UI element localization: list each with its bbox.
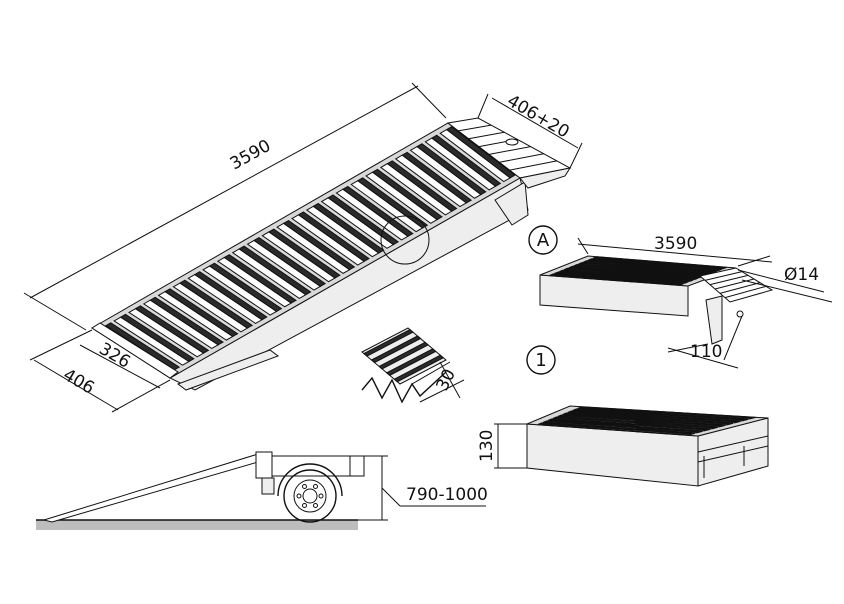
slat-profile-groove	[393, 354, 445, 383]
ramp-slat-slot	[356, 177, 429, 229]
ramp-slat-slot	[193, 271, 268, 321]
wheel-bolts	[296, 483, 324, 509]
detail-1-marker-circle	[526, 345, 556, 375]
detail-a-lip-grooves	[704, 271, 767, 299]
detail-a-hook-label: 110	[690, 342, 722, 362]
ramp-top-pin	[505, 138, 519, 146]
dim-top-width-label: 406+20	[504, 91, 573, 142]
detail-a-pin-label: Ø14	[784, 265, 819, 285]
main-ramp	[91, 117, 572, 391]
wheel-bolt	[302, 503, 307, 509]
ramp-slat-slot	[134, 305, 210, 354]
ramp-slat-slot	[149, 296, 224, 346]
wheel-bolt	[302, 483, 307, 489]
detail-1: 1 130	[477, 345, 769, 487]
ramp-slat-slot	[386, 160, 458, 212]
wheel-bolt	[296, 493, 302, 499]
wheel-bolt	[313, 503, 318, 509]
detail-a-lip-groove	[709, 274, 749, 286]
detail-a-slat-slot	[594, 256, 728, 269]
detail-1-slat-slot	[550, 418, 711, 431]
ramp-slat-slot	[401, 151, 473, 204]
detail-1-slat-slot	[564, 412, 734, 425]
wheel-bolt	[313, 483, 318, 489]
detail-1-marker-label: 1	[535, 350, 546, 371]
detail-1-slat-slot	[559, 414, 726, 427]
detail-a-pin	[736, 310, 744, 318]
detail-a-marker-label: A	[537, 230, 550, 251]
wheel-bolt	[318, 493, 324, 499]
detail-1-slat-slot	[545, 420, 703, 433]
detail-a-lip-groove	[714, 278, 755, 290]
ramp-slats	[98, 126, 516, 375]
ramp-slat-slot	[327, 194, 400, 246]
slat-profile-groove	[370, 335, 422, 364]
ramp-lip-groove	[499, 153, 544, 163]
ramp-lip-groove	[489, 146, 531, 155]
ramp-slat-slot	[238, 245, 312, 296]
ramp-lip-groove	[509, 160, 557, 171]
detail-1-slat-slot	[540, 422, 696, 435]
ramp-slat-slot	[253, 237, 327, 287]
ramp-top-hook	[519, 167, 572, 189]
ramp-slat-slot	[119, 313, 195, 363]
ramp-slat-slot	[208, 262, 283, 312]
ramp-slat-slot	[267, 228, 341, 279]
ramp-under-support	[494, 181, 529, 226]
ramp-slat-slot	[342, 185, 414, 237]
detail-a-length-label: 3590	[654, 234, 697, 254]
dim-outer-width-label: 406	[60, 365, 98, 399]
ramp-lip-groove	[458, 124, 492, 132]
ramp-slat-slot	[164, 288, 239, 338]
detail-1-slats	[537, 406, 756, 436]
trailer-wheel	[283, 469, 337, 523]
detail-a-slat-slot	[590, 258, 723, 271]
ramp-slat-slot	[371, 168, 443, 221]
ramp-slat-slot	[179, 279, 254, 329]
ramp-bottom-edge	[91, 322, 179, 379]
detail-a-marker-circle	[528, 225, 558, 255]
detail-a-lip-groove	[724, 285, 767, 299]
detail-1-slat-slot	[574, 408, 749, 421]
detail-callout-circle	[380, 215, 430, 265]
detail-a-slat-slot	[585, 260, 718, 273]
ramp-slat-slot	[297, 211, 370, 262]
ramp-lip-groove	[468, 131, 505, 140]
detail-1-slat-slot	[569, 410, 741, 423]
detail-a-slats	[549, 256, 728, 286]
trailer-side-view: 790-1000	[36, 451, 488, 530]
detail-1-slat-slot	[579, 406, 756, 419]
ramp-slat-slot	[416, 143, 487, 196]
ground	[36, 520, 358, 530]
slat-profile-groove	[378, 341, 430, 370]
detail-1-slat-slot	[555, 416, 718, 429]
slat-profile-grooves	[363, 329, 445, 383]
ramp-slat-slot	[445, 126, 516, 179]
trailer-height-label: 790-1000	[406, 485, 488, 505]
ramp-slat-slot	[282, 219, 356, 271]
ramp-bottom-foot	[176, 349, 280, 391]
detail-a-lip-groove	[719, 282, 761, 294]
slat-profile-groove	[385, 348, 437, 376]
slat-profile-detail: 30	[361, 327, 465, 404]
ramp-slat-slot	[430, 134, 502, 187]
ramp-slat-slot	[223, 254, 297, 304]
slat-profile-groove	[363, 329, 414, 357]
detail-a-lip-groove	[704, 271, 743, 281]
detail-a: A 3590 Ø14 110	[528, 225, 833, 369]
detail-1-height-label: 130	[477, 430, 497, 462]
